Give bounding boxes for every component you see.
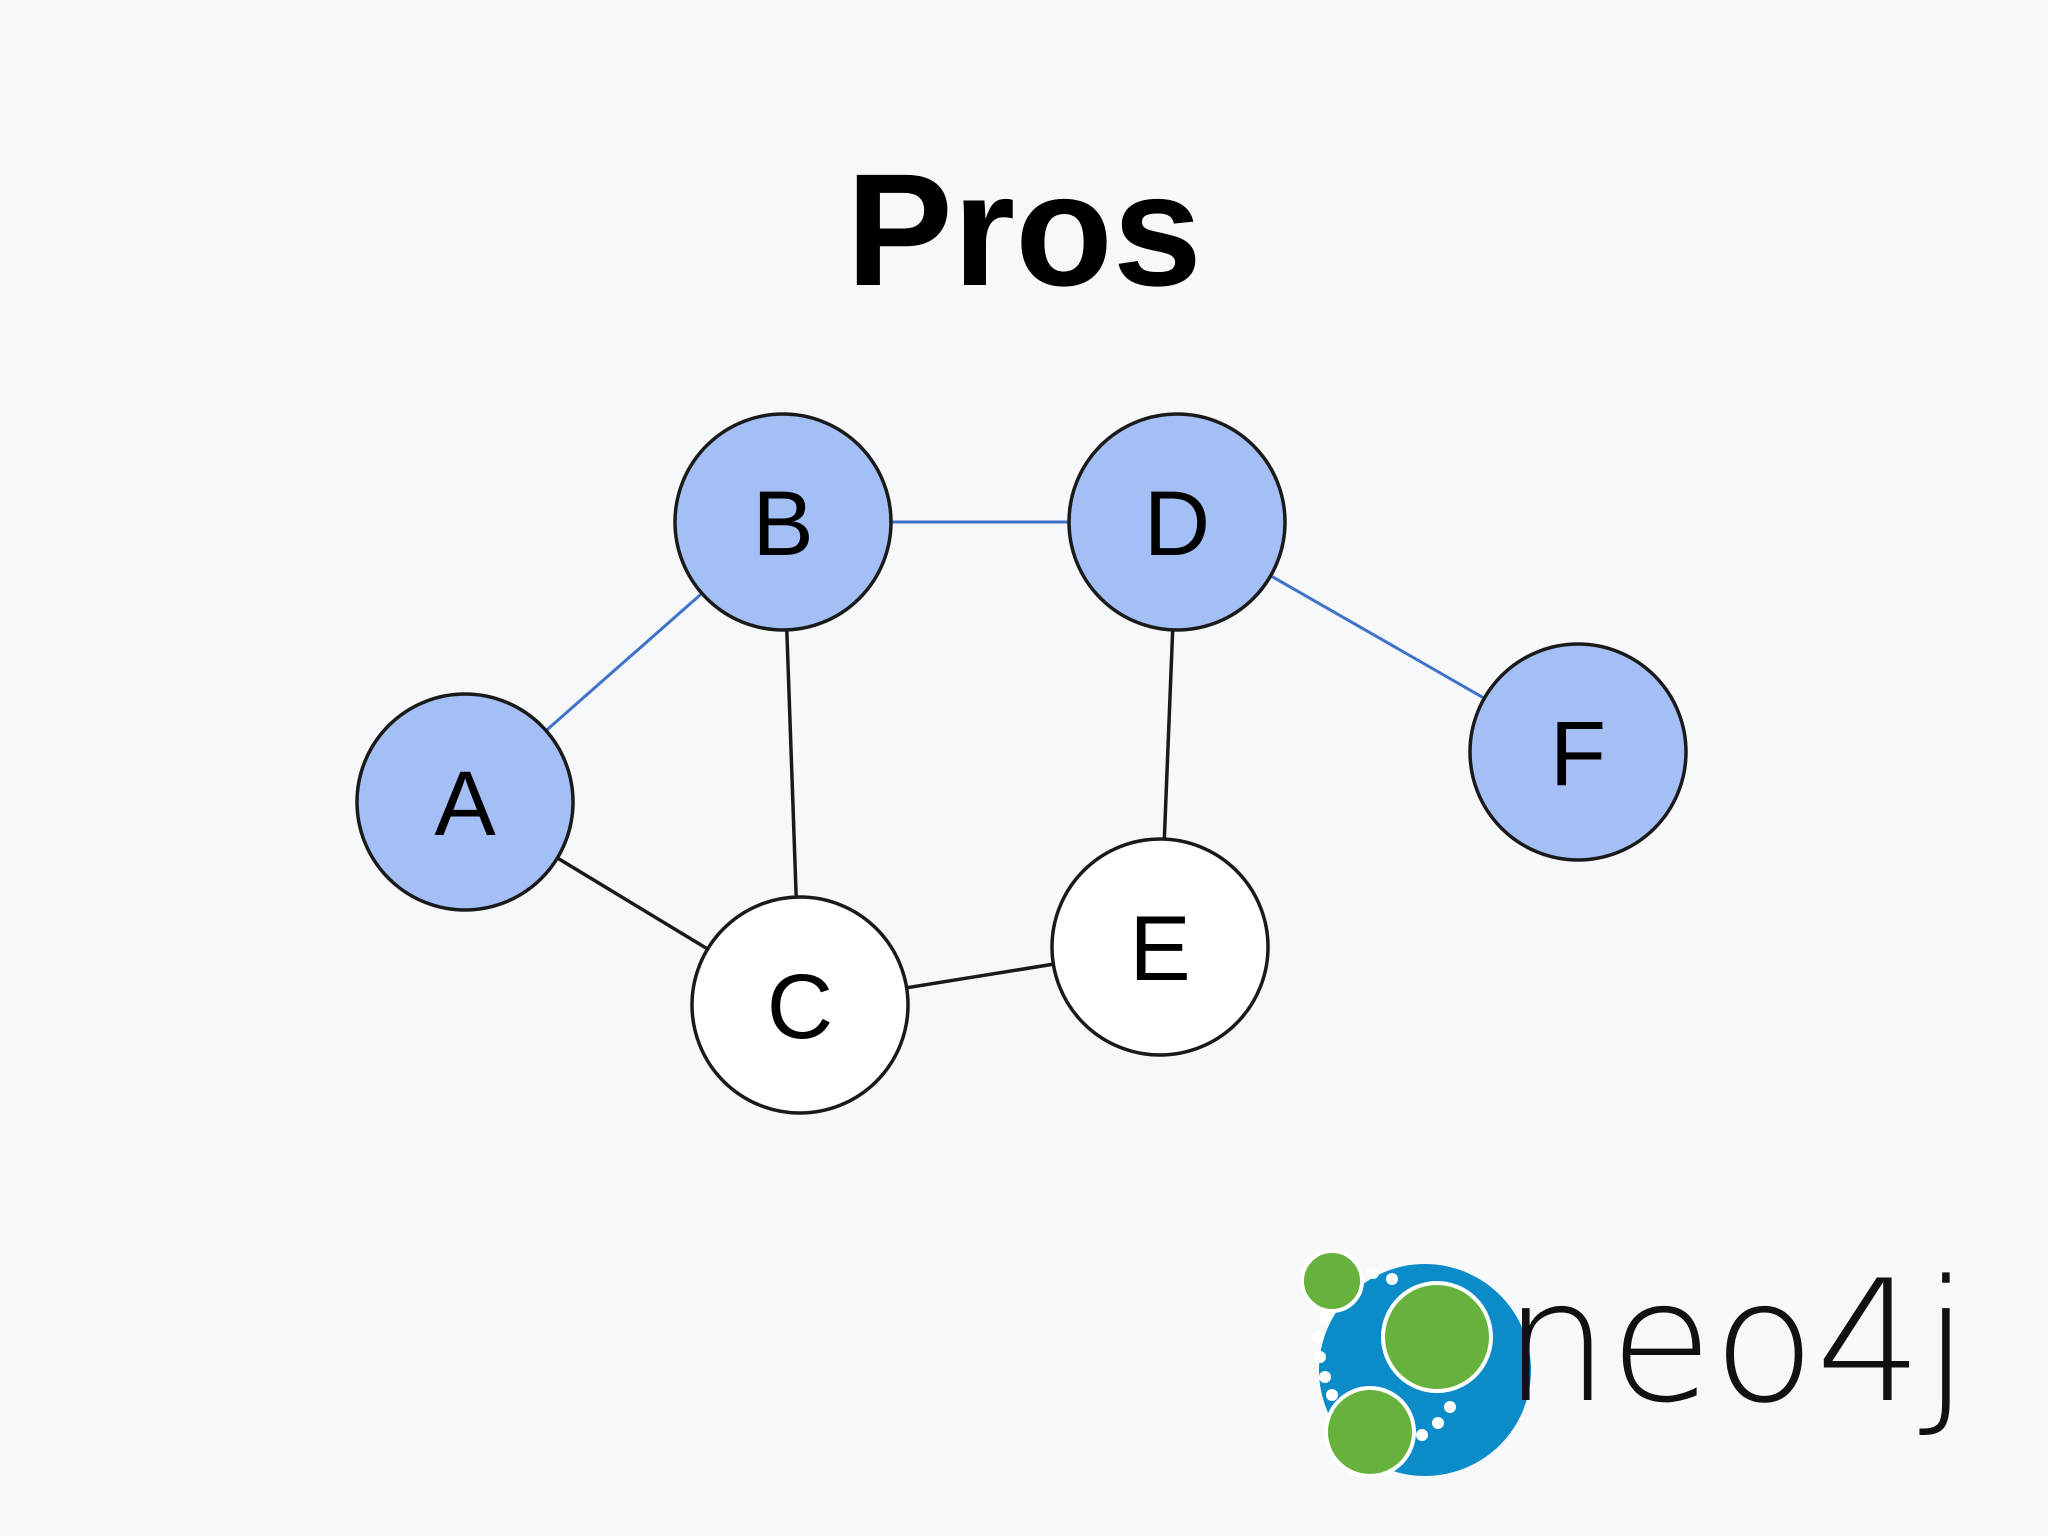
neo4j-logo: neo4j xyxy=(1300,1245,1969,1478)
node-c-circle xyxy=(690,895,910,1115)
logo-dot xyxy=(1312,1331,1324,1343)
node-e: E xyxy=(1050,837,1270,1057)
logo-dot xyxy=(1432,1417,1444,1429)
page-title: Pros xyxy=(846,140,1202,319)
edges-layer xyxy=(464,520,1579,1007)
logo-green-bottom xyxy=(1324,1386,1416,1478)
logo-green-right xyxy=(1381,1281,1493,1393)
neo4j-logo-icon xyxy=(1300,1249,1531,1478)
logo-dot xyxy=(1367,1267,1379,1279)
node-f-circle xyxy=(1468,642,1688,862)
node-b-label: B xyxy=(752,473,813,575)
node-a: A xyxy=(355,692,575,912)
logo-dot xyxy=(1314,1351,1326,1363)
logo-green-top xyxy=(1300,1249,1364,1313)
node-a-label: A xyxy=(434,753,496,855)
logo-dot xyxy=(1326,1389,1338,1401)
node-c-label: C xyxy=(767,956,833,1058)
neo4j-wordmark: neo4j xyxy=(1503,1245,1969,1440)
logo-dot xyxy=(1416,1429,1428,1441)
node-e-circle xyxy=(1050,837,1270,1057)
node-b: B xyxy=(673,412,893,632)
node-d-label: D xyxy=(1144,473,1210,575)
logo-dot xyxy=(1386,1273,1398,1285)
node-b-circle xyxy=(673,412,893,632)
logo-dot xyxy=(1319,1371,1331,1383)
nodes-layer: A B C D E F xyxy=(355,412,1688,1115)
node-d-circle xyxy=(1067,412,1287,632)
node-a-circle xyxy=(355,692,575,912)
node-d: D xyxy=(1067,412,1287,632)
node-e-label: E xyxy=(1129,898,1190,1000)
node-c: C xyxy=(690,895,910,1115)
logo-dot xyxy=(1444,1401,1456,1413)
logo-dot xyxy=(1319,1311,1331,1323)
node-f: F xyxy=(1468,642,1688,862)
node-f-label: F xyxy=(1550,703,1606,805)
